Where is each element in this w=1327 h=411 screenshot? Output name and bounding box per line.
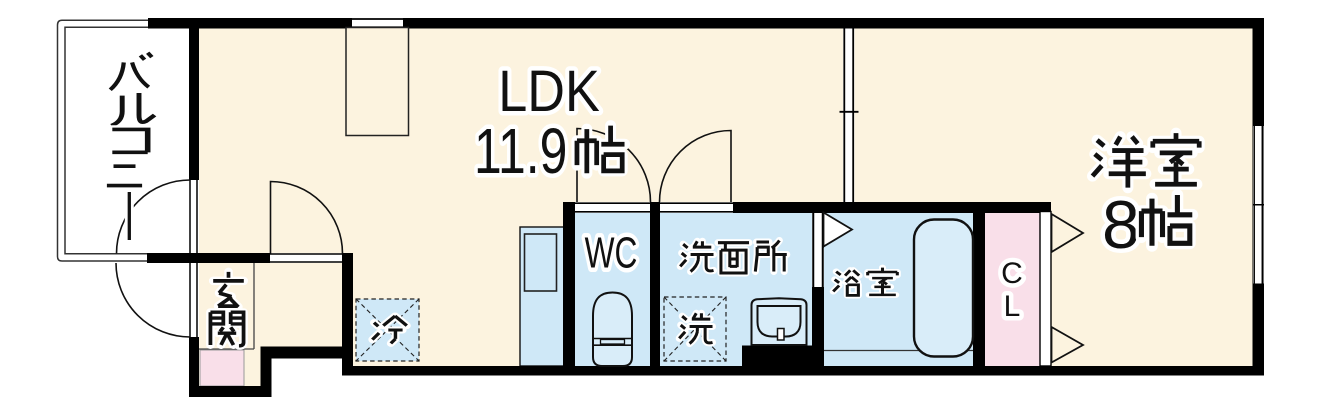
svg-text:WC: WC (585, 228, 638, 277)
svg-text:C: C (1001, 257, 1023, 290)
svg-text:LDK: LDK (498, 58, 600, 123)
svg-text:L: L (1004, 290, 1021, 323)
svg-text:11.9: 11.9 (474, 116, 567, 187)
svg-text:8: 8 (1102, 187, 1140, 263)
